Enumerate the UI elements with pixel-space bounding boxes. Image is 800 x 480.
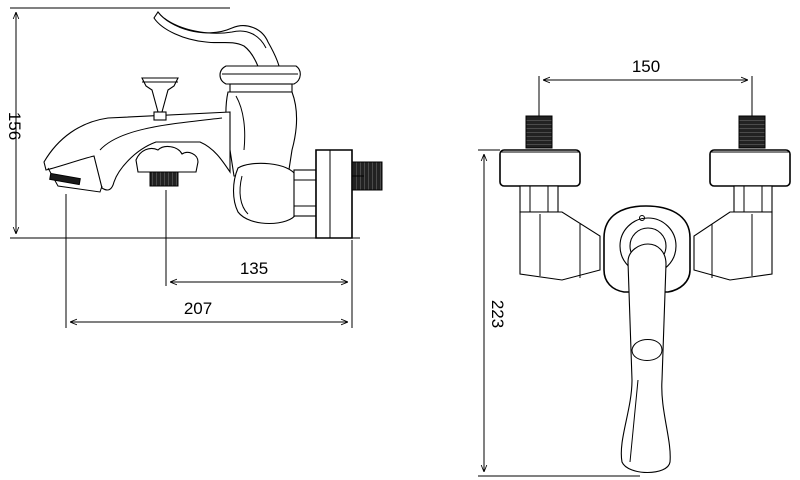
left-hex-nut	[519, 185, 559, 213]
spout-to-wall-dim-label: 135	[240, 259, 268, 278]
wall-flange	[315, 149, 353, 239]
spout	[43, 111, 231, 191]
side-view: 156 135 207	[5, 7, 383, 328]
hex-nut	[293, 169, 317, 217]
left-flange	[499, 149, 581, 187]
lower-body	[232, 162, 297, 224]
overall-length-dim-label: 207	[184, 299, 212, 318]
right-flange	[709, 149, 791, 187]
diverter-knob	[141, 77, 179, 113]
right-arm	[693, 211, 773, 281]
right-hex-nut	[733, 185, 773, 213]
front-spout	[620, 243, 671, 473]
right-inlet-thread	[738, 115, 766, 149]
cartridge-cap	[219, 65, 301, 85]
shower-outlet-thread	[149, 171, 179, 187]
left-inlet-thread	[525, 115, 553, 149]
front-view: 150 223	[478, 57, 791, 477]
centers-dim-label: 150	[632, 57, 660, 76]
height-dim-label: 156	[5, 112, 24, 140]
overall-height-dim-label: 223	[488, 300, 507, 328]
left-arm	[519, 211, 601, 281]
